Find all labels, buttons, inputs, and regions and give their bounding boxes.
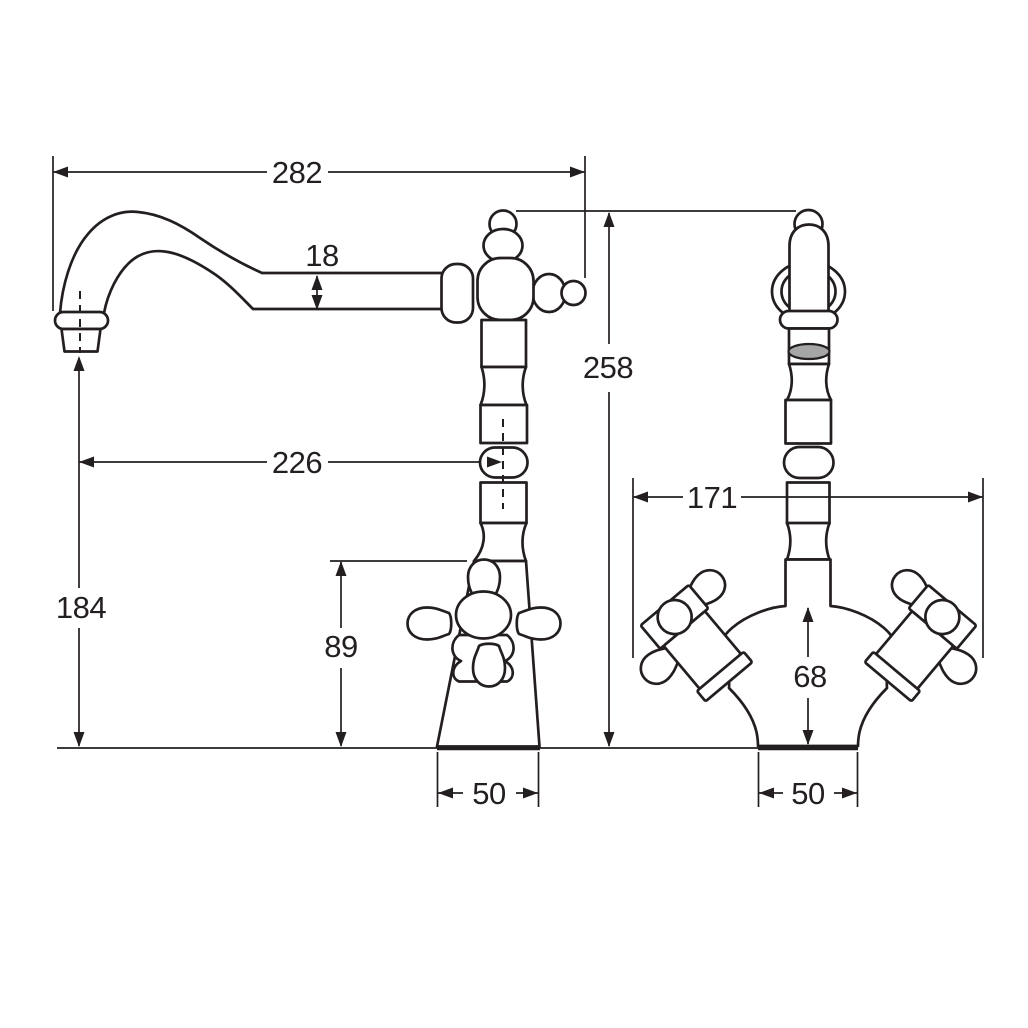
front-pill <box>782 445 835 480</box>
dim-spout-clearance <box>73 356 85 747</box>
dim-base-width-front-label: 50 <box>791 776 825 811</box>
dim-overall-height <box>516 210 796 747</box>
dim-overall-height-label: 258 <box>583 350 633 385</box>
dim-base-width-front <box>757 752 859 807</box>
handle-hub <box>454 590 513 640</box>
dim-handle-span-label: 171 <box>687 480 737 515</box>
side-view <box>53 209 587 748</box>
front-section-2 <box>785 481 831 525</box>
spout-outlet-collar <box>53 310 110 331</box>
spout-opening <box>787 342 831 361</box>
handle-lobe-right <box>515 606 562 641</box>
column-section-2 <box>479 481 528 525</box>
dim-body-height <box>802 607 814 745</box>
dim-overall-reach <box>52 156 586 311</box>
dim-handle-height <box>330 560 467 747</box>
joint-body <box>476 256 535 322</box>
dimensions <box>52 156 984 807</box>
dim-aerator-reach-label: 226 <box>272 445 322 480</box>
dimension-labels: 282 18 258 226 184 89 50 171 68 50 <box>56 155 827 811</box>
front-handle-left <box>639 568 753 702</box>
dim-body-height-label: 68 <box>793 659 826 694</box>
dim-base-width-side-label: 50 <box>472 776 506 811</box>
side-knob-end <box>560 279 587 307</box>
handle-lobe-left <box>406 606 453 641</box>
dim-handle-span <box>632 478 984 658</box>
front-waist-2 <box>785 521 831 561</box>
front-handle-right-cap <box>864 651 921 702</box>
dim-overall-reach-label: 282 <box>272 155 322 190</box>
dim-aerator-reach <box>79 456 502 468</box>
column-neck <box>480 318 528 369</box>
front-collar <box>778 309 839 330</box>
front-waist-1 <box>785 362 833 402</box>
front-handle-right <box>864 568 978 702</box>
front-section-1 <box>784 398 833 445</box>
spout-outline <box>58 210 445 315</box>
spout-end-capsule <box>788 223 830 323</box>
centerlines <box>79 291 504 509</box>
dim-handle-height-label: 89 <box>324 629 357 664</box>
column-waist-1 <box>479 365 528 407</box>
dim-base-width-side <box>436 752 540 807</box>
front-handle-right-hub <box>924 598 961 636</box>
front-handle-left-hub <box>656 598 693 636</box>
column-waist-2 <box>472 521 528 563</box>
dim-spout-tube-label: 18 <box>305 238 338 273</box>
front-handle-left-cap <box>696 651 753 702</box>
dim-spout-clearance-label: 184 <box>56 590 106 625</box>
joint-collar <box>440 262 475 324</box>
dim-spout-tube <box>311 275 323 310</box>
handle-lobe-bottom <box>471 642 507 688</box>
